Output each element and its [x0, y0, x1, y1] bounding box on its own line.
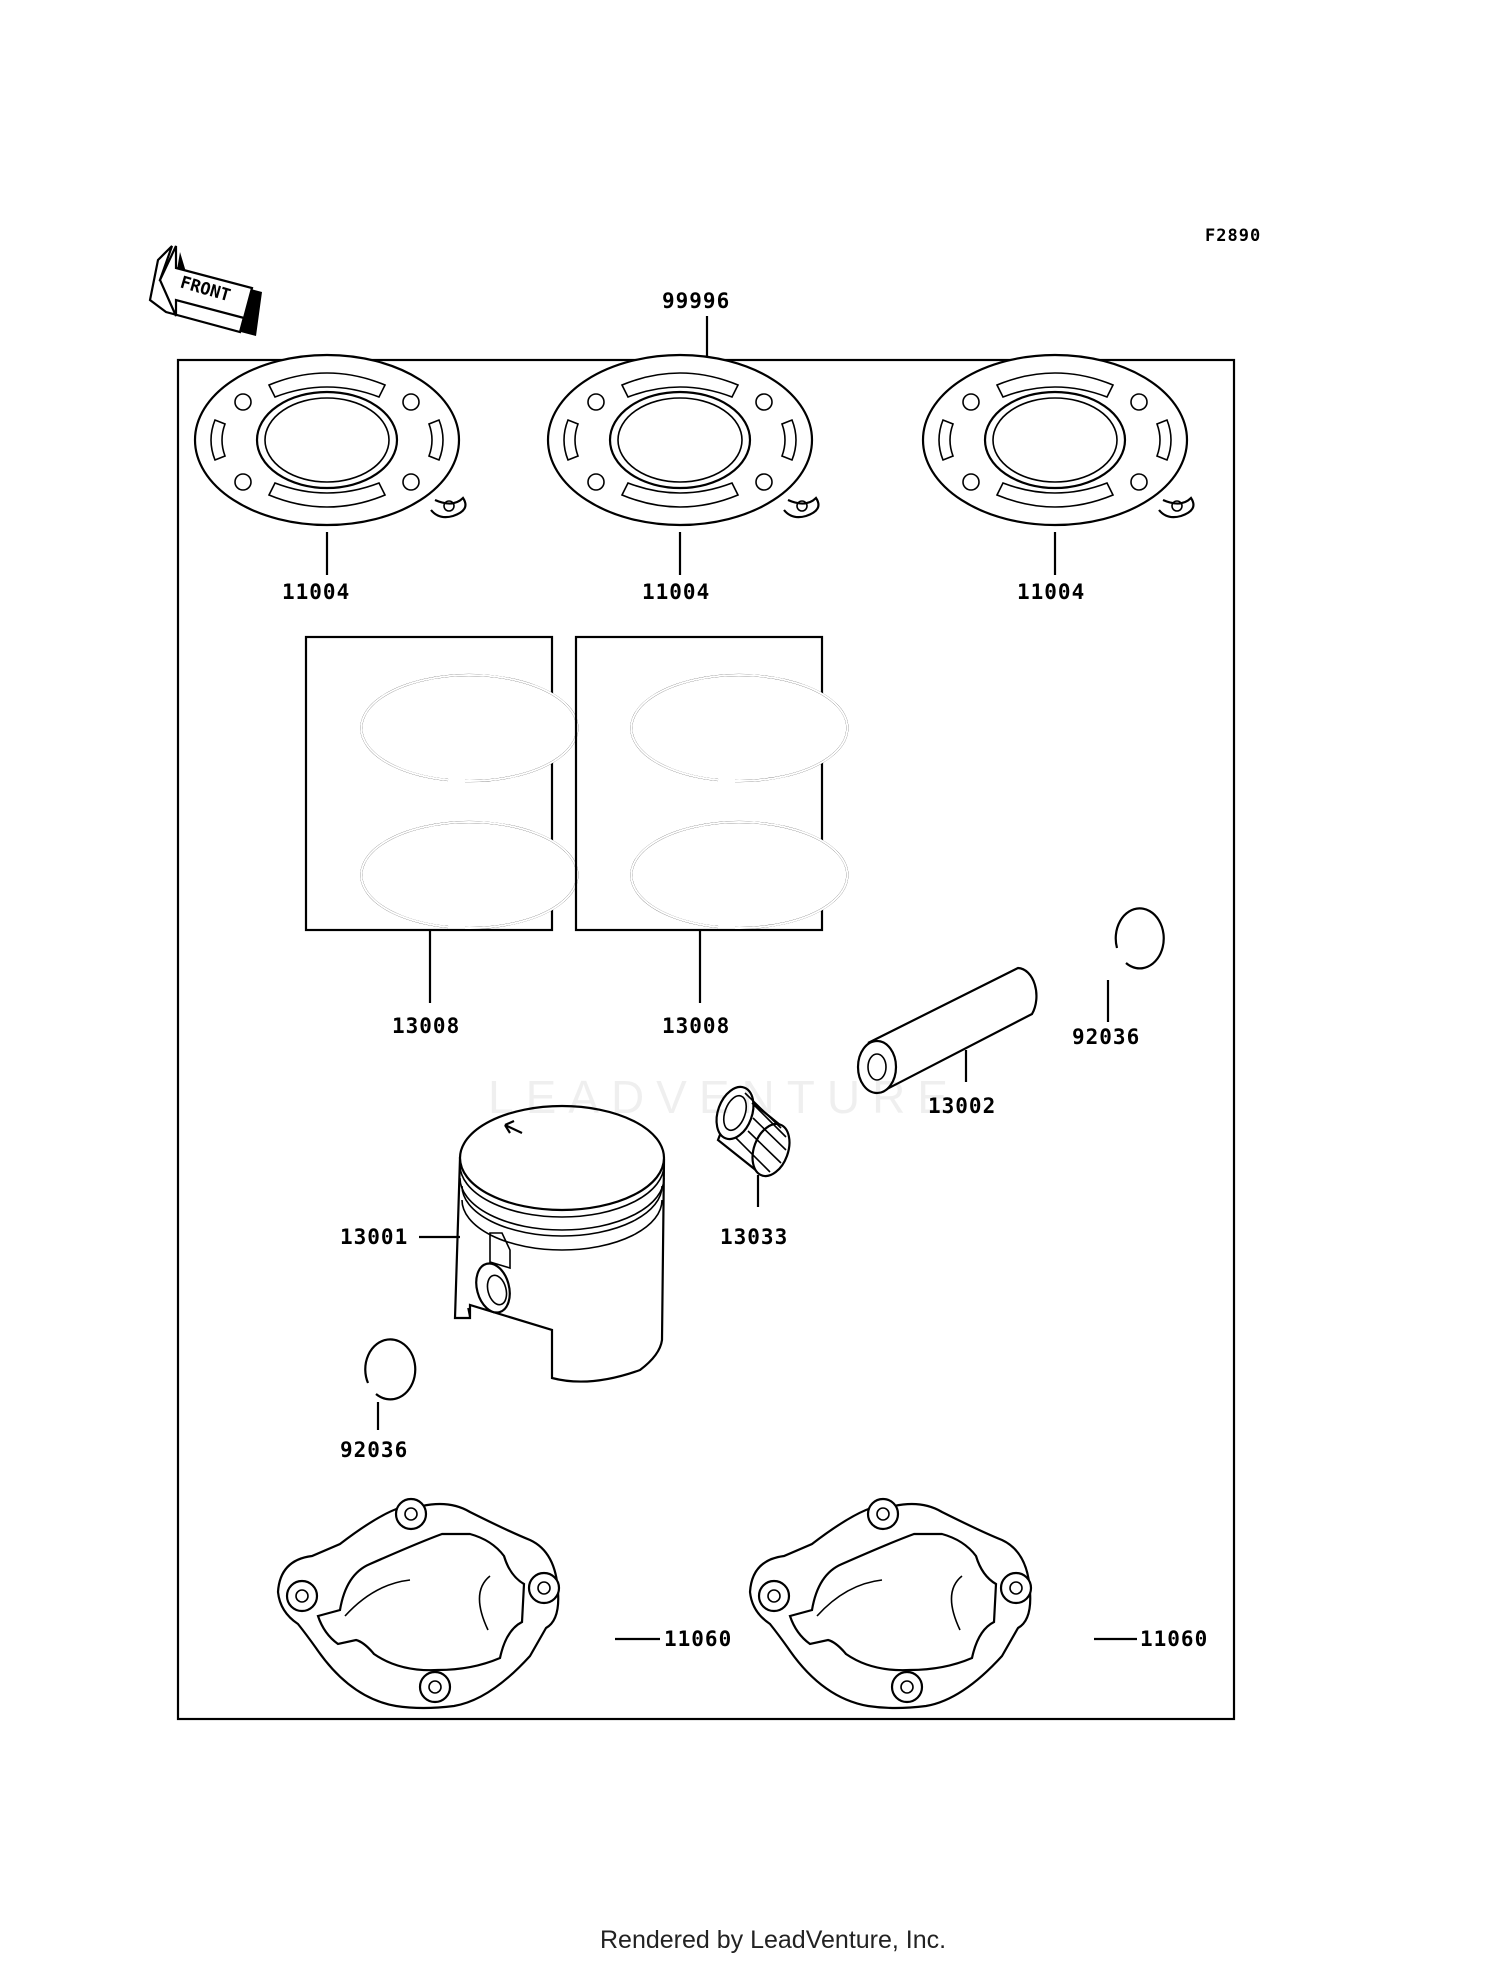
circlip-1[interactable] [1114, 907, 1165, 970]
ring-set-2[interactable] [574, 635, 849, 932]
head-gasket-1[interactable] [193, 353, 467, 527]
label-11004-1[interactable]: 11004 [282, 580, 350, 604]
label-13008-1[interactable]: 13008 [392, 1014, 460, 1038]
label-11004-3[interactable]: 11004 [1017, 580, 1085, 604]
label-92036-1[interactable]: 92036 [1072, 1025, 1140, 1049]
figure-reference: F2890 [1205, 226, 1261, 246]
base-gasket-2[interactable] [748, 1497, 1033, 1710]
ring-set-1[interactable] [304, 635, 579, 932]
piston-pin[interactable] [856, 966, 1038, 1095]
footer-credit: Rendered by LeadVenture, Inc. [600, 1926, 946, 1954]
head-gasket-2[interactable] [546, 353, 820, 527]
circlip-2[interactable] [364, 1338, 417, 1401]
piston[interactable] [453, 1104, 666, 1383]
label-11004-2[interactable]: 11004 [642, 580, 710, 604]
label-13033[interactable]: 13033 [720, 1225, 788, 1249]
watermark: LEADVENTURE [488, 1071, 960, 1123]
label-11060-1[interactable]: 11060 [664, 1627, 732, 1651]
label-13008-2[interactable]: 13008 [662, 1014, 730, 1038]
needle-bearing[interactable] [710, 1082, 796, 1181]
label-99996[interactable]: 99996 [662, 289, 730, 313]
label-13001[interactable]: 13001 [340, 1225, 408, 1249]
label-11060-2[interactable]: 11060 [1140, 1627, 1208, 1651]
base-gasket-1[interactable] [276, 1497, 561, 1710]
label-13002[interactable]: 13002 [928, 1094, 996, 1118]
head-gasket-3[interactable] [921, 353, 1195, 527]
label-92036-2[interactable]: 92036 [340, 1438, 408, 1462]
front-arrow-icon: FRONT [148, 245, 262, 336]
